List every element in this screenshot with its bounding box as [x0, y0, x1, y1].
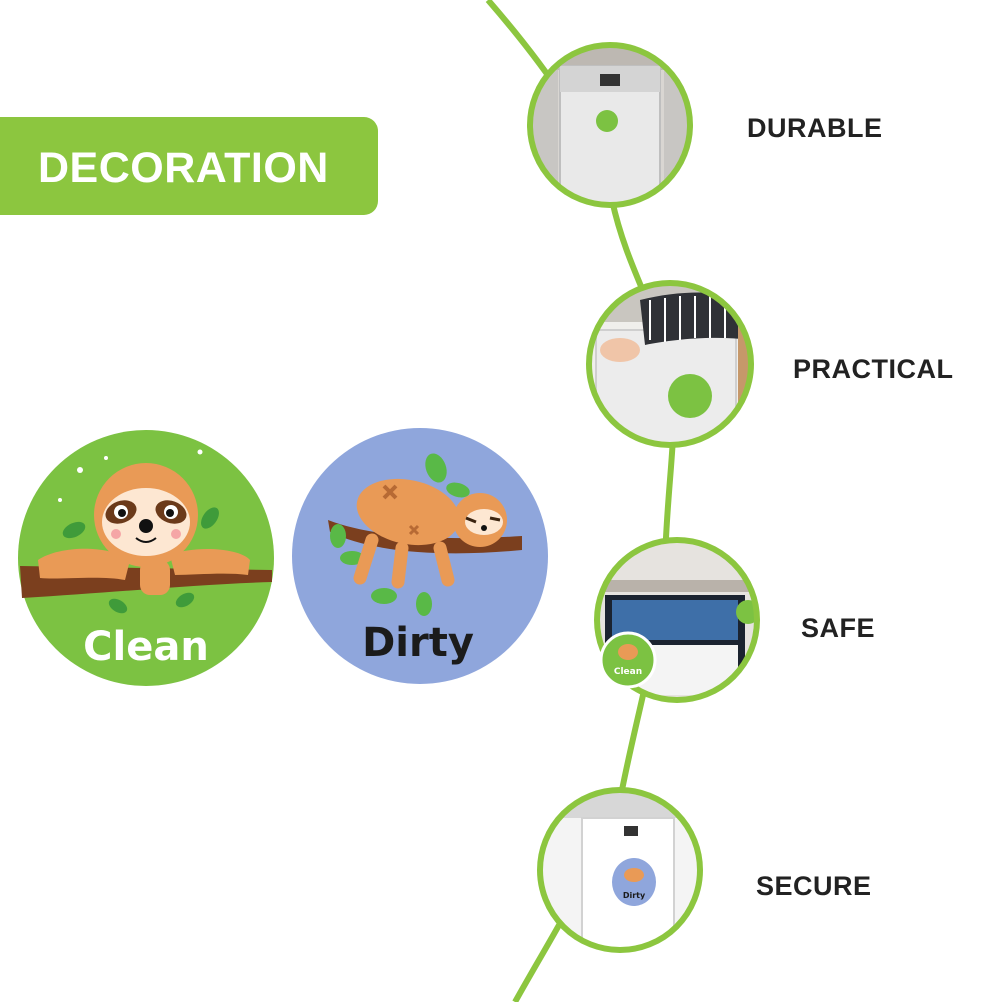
clean-magnet-label: Clean — [83, 624, 209, 670]
decoration-banner: DECORATION — [0, 117, 378, 215]
practical-photo — [586, 280, 754, 448]
svg-text:Dirty: Dirty — [623, 891, 646, 900]
secure-photo: Dirty — [537, 787, 703, 953]
clean-magnet: Clean — [18, 430, 274, 686]
feature-label-practical: PRACTICAL — [793, 354, 954, 384]
dirty-magnet-label: Dirty — [362, 620, 474, 666]
dirty-magnet: Dirty — [292, 428, 548, 684]
feature-label-secure: SECURE — [756, 871, 872, 901]
banner-title: DECORATION — [38, 144, 329, 192]
feature-label-durable: DURABLE — [747, 113, 883, 143]
durable-photo — [527, 42, 693, 208]
safe-photo: Clean — [594, 537, 760, 703]
svg-text:Clean: Clean — [614, 667, 642, 677]
feature-label-safe: SAFE — [801, 613, 876, 643]
